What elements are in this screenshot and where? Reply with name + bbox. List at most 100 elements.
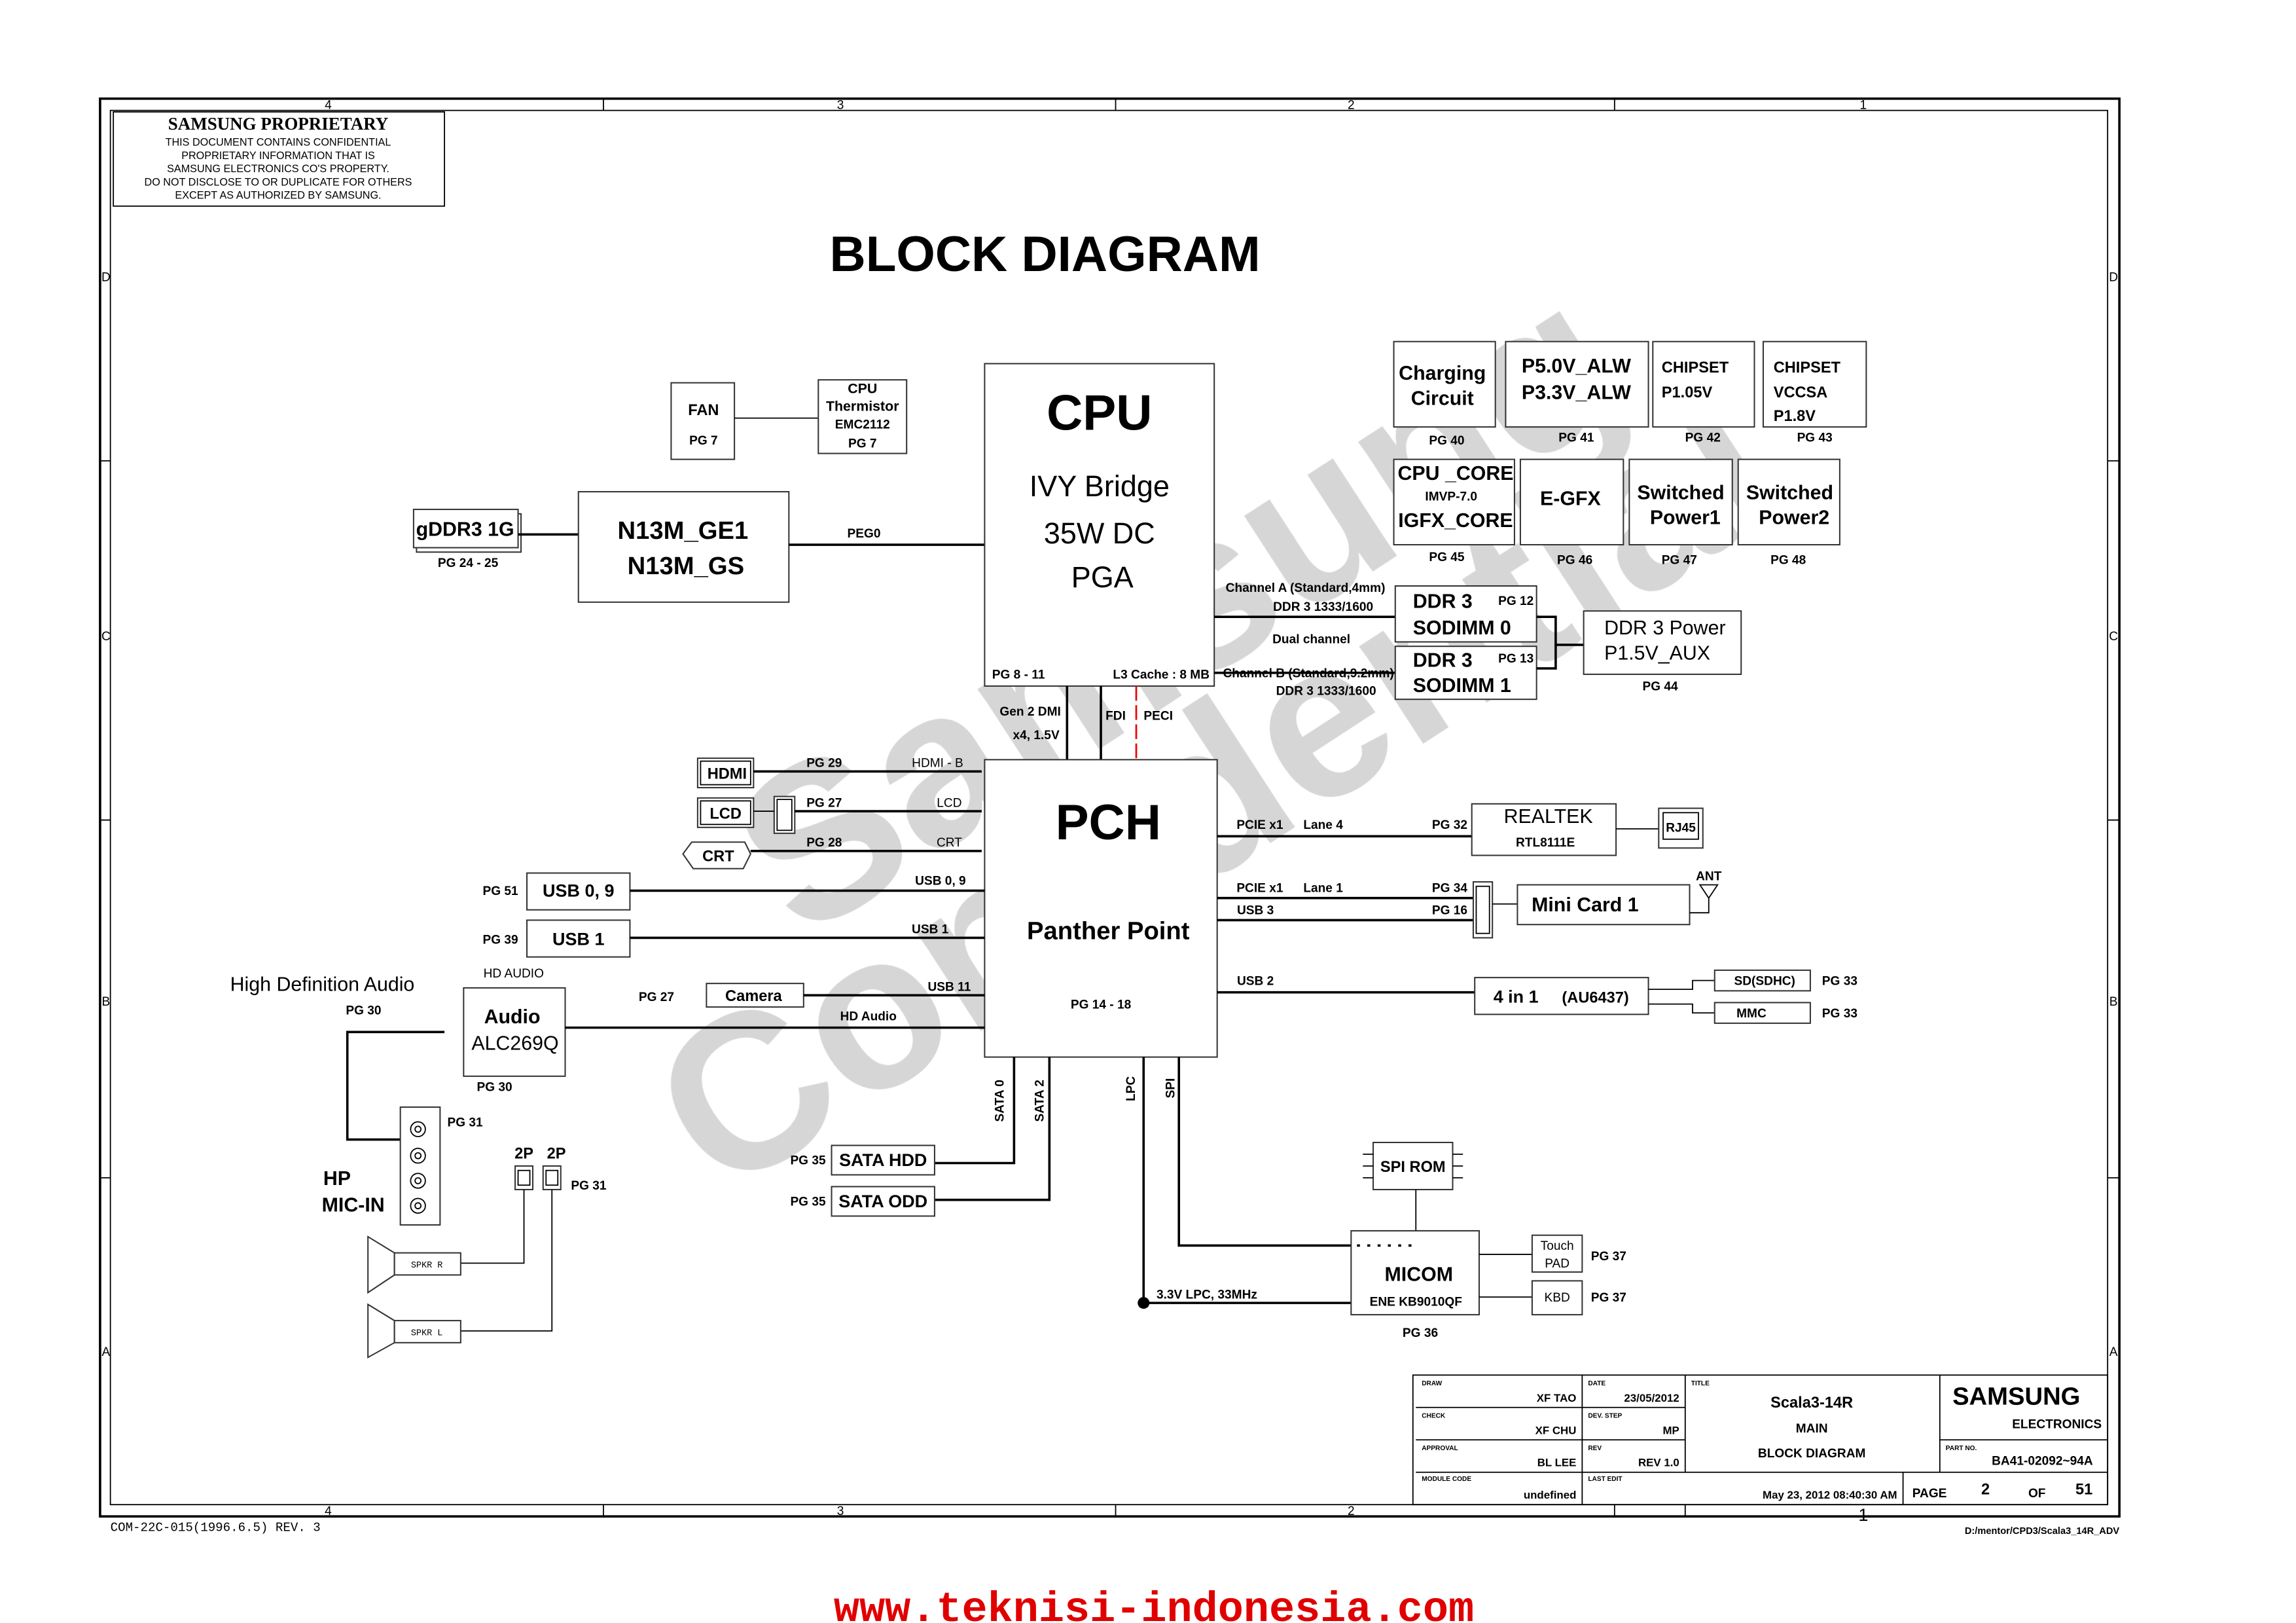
label: Thermistor [826, 398, 899, 414]
gpu-block: gDDR3 1G PG 24 - 25 N13M_GE1 N13M_GS PEG… [412, 491, 985, 603]
label: undefined [1524, 1489, 1577, 1501]
label: Mini Card 1 [1532, 894, 1639, 916]
label: BA41-02092~94A [1992, 1454, 2093, 1468]
label: MODULE CODE [1422, 1476, 1471, 1483]
label: ANT [1696, 870, 1722, 884]
label: PG 14 - 18 [1071, 998, 1132, 1012]
label: PG 7 [848, 437, 877, 451]
label: USB 1 [912, 923, 949, 937]
label: PG 46 [1557, 553, 1592, 567]
footer-url[interactable]: www.teknisi-indonesia.com [834, 1586, 1474, 1623]
label: Channel A (Standard,4mm) [1226, 581, 1386, 595]
label: CRT [937, 836, 962, 850]
label: CPU [1047, 386, 1152, 441]
label: TITLE [1691, 1380, 1710, 1387]
label: PG 12 [1498, 594, 1534, 608]
label: 3.3V LPC, 33MHz [1157, 1288, 1257, 1302]
label: 4 [325, 1504, 332, 1518]
fan-block: FAN PG 7 CPU Thermistor EMC2112 PG 7 [670, 379, 908, 460]
label: HDMI - B [912, 757, 963, 771]
label: FDI [1105, 710, 1126, 723]
label: PG 35 [790, 1154, 826, 1168]
label: PG 31 [571, 1179, 607, 1193]
label: PG 13 [1498, 652, 1534, 666]
label: PG 40 [1429, 434, 1464, 448]
label: PG 33 [1822, 1007, 1857, 1021]
label: XF TAO [1537, 1392, 1577, 1404]
label: EMC2112 [835, 418, 890, 431]
label: ENE KB9010QF [1370, 1296, 1462, 1309]
label: PG 37 [1591, 1250, 1626, 1264]
label: SAMSUNG ELECTRONICS CO'S PROPERTY. [167, 163, 389, 175]
label: MMC [1736, 1007, 1767, 1021]
label: PG 30 [346, 1004, 381, 1017]
label: PG 28 [806, 836, 842, 850]
label: 3 [837, 98, 844, 112]
label: CHECK [1422, 1413, 1446, 1420]
label: RJ45 [1666, 822, 1696, 835]
page-title: BLOCK DIAGRAM [830, 227, 1261, 282]
label: 4 in 1 [1494, 987, 1539, 1006]
label: USB 0, 9 [543, 881, 614, 900]
label: D [2109, 271, 2118, 285]
label: 3 [837, 1504, 844, 1518]
label: REALTEK [1504, 806, 1593, 828]
label: SATA 2 [1033, 1080, 1047, 1122]
label: THIS DOCUMENT CONTAINS CONFIDENTIAL [166, 137, 391, 149]
label: HP [323, 1168, 351, 1190]
label: May 23, 2012 08:40:30 AM [1763, 1489, 1897, 1501]
label: Power1 [1650, 507, 1721, 529]
label: PG 48 [1770, 553, 1806, 567]
label: BLOCK DIAGRAM [1758, 1447, 1866, 1461]
usb-ports: USB 0, 9 PG 51 USB 0, 9 USB 1 PG 39 USB … [482, 872, 985, 1008]
label: IMVP-7.0 [1425, 490, 1477, 504]
label: PG 30 [476, 1080, 512, 1094]
label: DDR 3 1333/1600 [1273, 600, 1373, 614]
label: DRAW [1422, 1380, 1442, 1387]
label: PART NO. [1946, 1445, 1977, 1452]
label: SATA HDD [839, 1150, 927, 1170]
label: IGFX_CORE [1398, 510, 1513, 532]
label: REV [1588, 1445, 1602, 1452]
label: REV 1.0 [1638, 1457, 1679, 1469]
label: SODIMM 1 [1413, 675, 1511, 697]
pch-right-peripherals: PCIE x1 Lane 4 PG 32 REALTEK RTL8111E RJ… [1217, 803, 1857, 1024]
label: CRT [702, 848, 734, 866]
label: PG 32 [1432, 818, 1467, 832]
label: PG 27 [639, 991, 674, 1004]
label: PG 27 [806, 796, 842, 810]
label: B [2109, 995, 2118, 1009]
label: USB 11 [927, 980, 971, 994]
memory-block: Channel A (Standard,4mm) DDR 3 1333/1600… [1214, 581, 1742, 701]
label: XF CHU [1535, 1424, 1577, 1436]
label: USB 0, 9 [915, 874, 966, 888]
label: IVY Bridge [1030, 469, 1170, 503]
cpu-block: CPU IVY Bridge 35W DC PGA PG 8 - 11 L3 C… [984, 363, 1215, 687]
label: EXCEPT AS AUTHORIZED BY SAMSUNG. [175, 190, 381, 202]
label: Touch [1541, 1239, 1574, 1253]
label: ALC269Q [471, 1032, 558, 1054]
label: PG 34 [1432, 882, 1468, 896]
label: x4, 1.5V [1013, 729, 1060, 742]
label: C [101, 630, 111, 644]
label: 4 [325, 98, 332, 112]
label: PG 44 [1642, 680, 1678, 694]
label: P1.5V_AUX [1604, 642, 1710, 664]
label: High Definition Audio [230, 974, 415, 995]
label: P3.3V_ALW [1522, 382, 1631, 403]
label: gDDR3 1G [416, 519, 514, 541]
label: KBD [1544, 1291, 1570, 1305]
label: P1.05V [1662, 384, 1713, 401]
label: SPKR R [411, 1261, 443, 1271]
label: Switched [1746, 482, 1833, 503]
label: PG 29 [806, 757, 842, 771]
label: DDR 3 Power [1604, 617, 1726, 639]
label: PG 37 [1591, 1291, 1626, 1305]
label: Channel B (Standard,9.2mm) [1223, 666, 1394, 680]
label: HDMI [708, 766, 747, 783]
label: Scala3-14R [1770, 1395, 1853, 1412]
label: B [102, 995, 111, 1009]
label: 2P [514, 1146, 533, 1163]
label: PG 33 [1822, 974, 1857, 988]
